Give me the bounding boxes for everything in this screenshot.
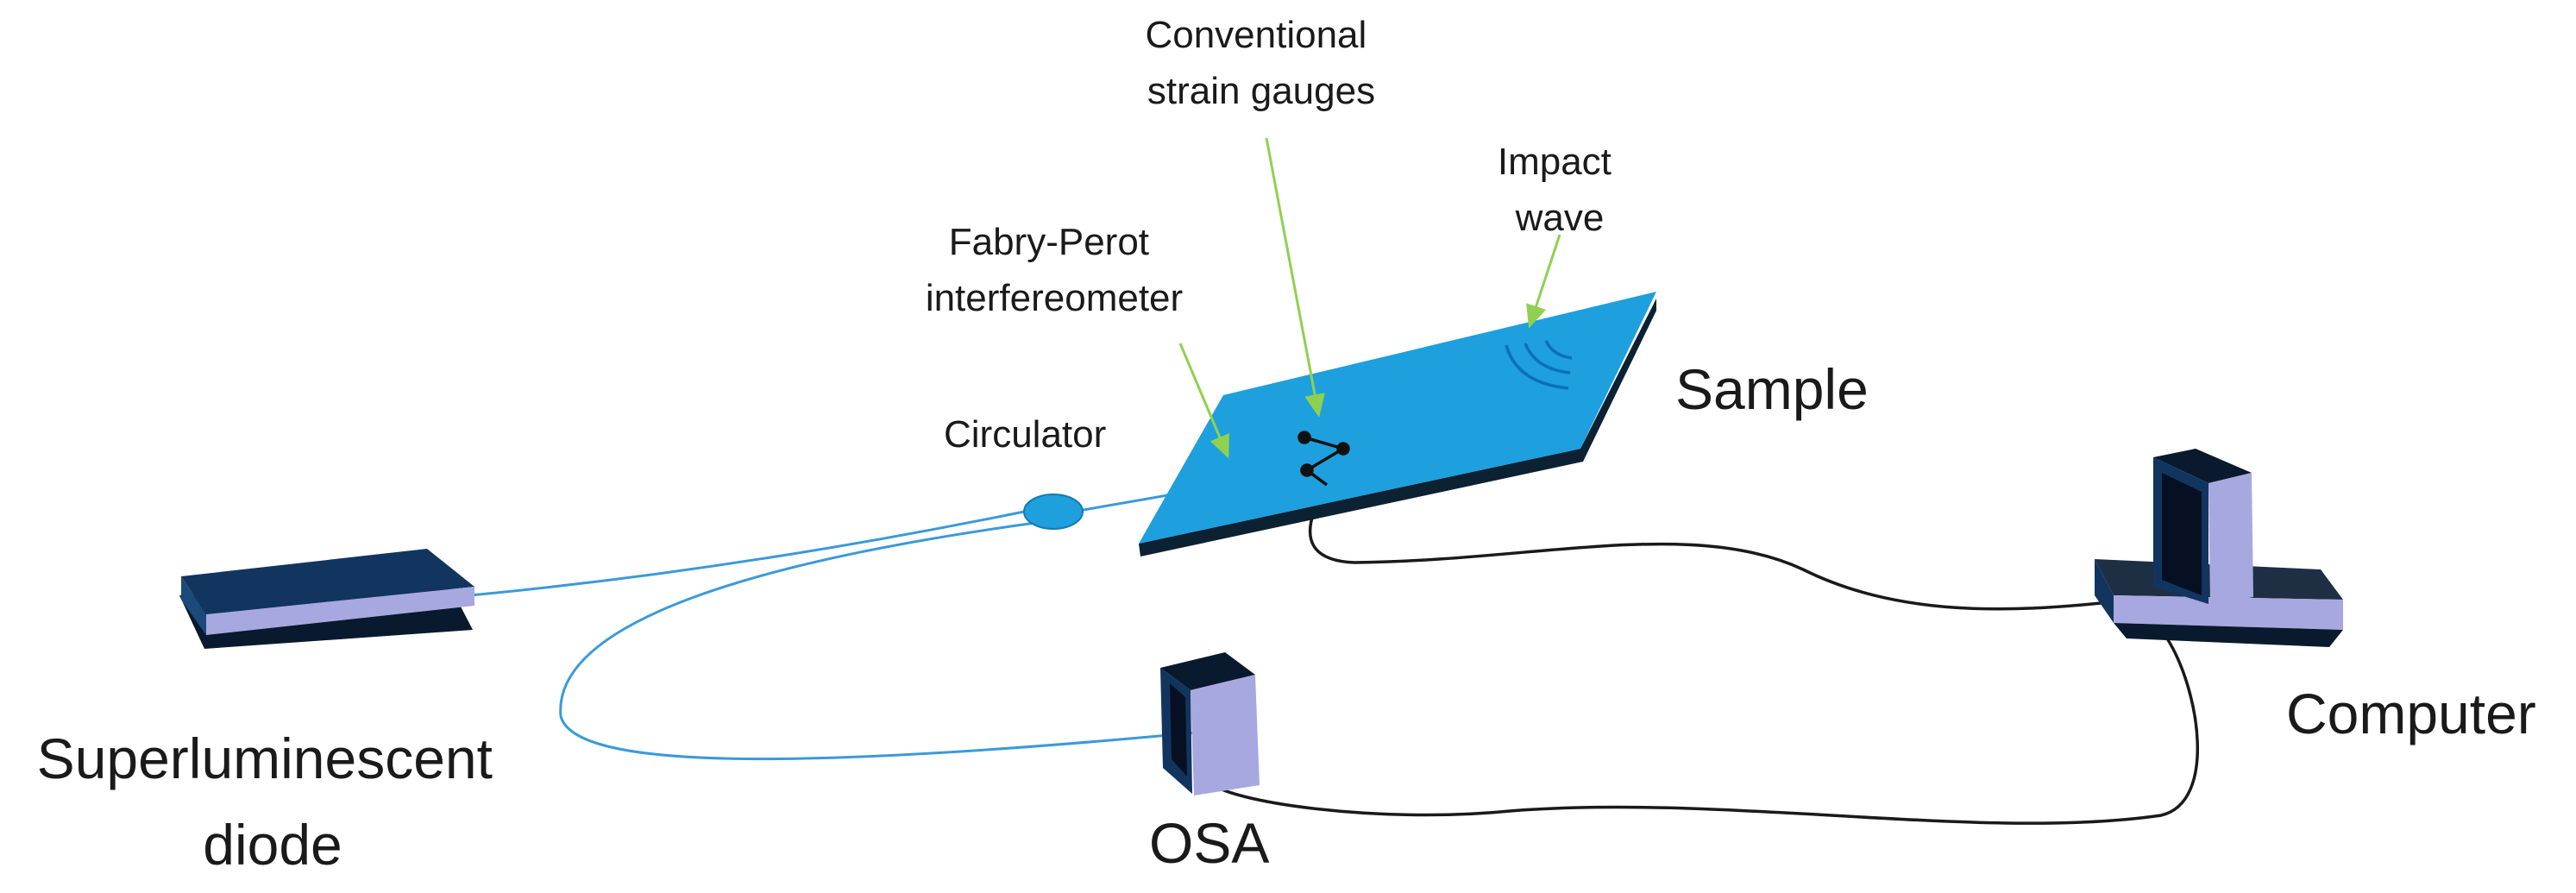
strain-gauge-icon: [1297, 431, 1350, 487]
electrical-cables: [1206, 506, 2200, 825]
label-impact-wave: Impact wave: [1498, 141, 1622, 239]
impact-wave-icon: [1505, 340, 1573, 390]
label-superluminescent-diode: Superluminescent diode: [37, 726, 509, 877]
arrow-strain-gauges: [1265, 137, 1325, 418]
computer-icon: [2095, 449, 2343, 647]
cable-computer-to-osa: [1206, 638, 2200, 825]
label-fabry-perot: Fabry-Perot interfereometer: [926, 221, 1183, 319]
sample-plate: [1139, 292, 1656, 557]
label-osa: OSA: [1149, 811, 1269, 875]
fiber-circulator-to-osa: [559, 521, 1207, 761]
osa-device-icon: [1160, 652, 1260, 796]
label-conventional-strain-gauges: Conventional strain gauges: [1145, 14, 1377, 112]
label-sample: Sample: [1675, 357, 1869, 421]
fiber-diode-to-circulator: [469, 509, 1029, 597]
arrow-impact-wave: [1526, 234, 1561, 329]
fiber-circulator-to-sample: [1078, 492, 1178, 513]
arrow-fabry-perot: [1178, 343, 1229, 459]
pointer-arrows: [1178, 137, 1561, 459]
label-computer: Computer: [2286, 682, 2536, 745]
cable-gauge-to-computer: [1308, 506, 2110, 611]
optical-fibers: [469, 492, 1207, 761]
sample-plate-top: [1139, 292, 1656, 544]
superluminescent-diode-icon: [179, 549, 474, 649]
label-circulator: Circulator: [944, 413, 1106, 456]
circulator-icon: [1023, 494, 1084, 530]
